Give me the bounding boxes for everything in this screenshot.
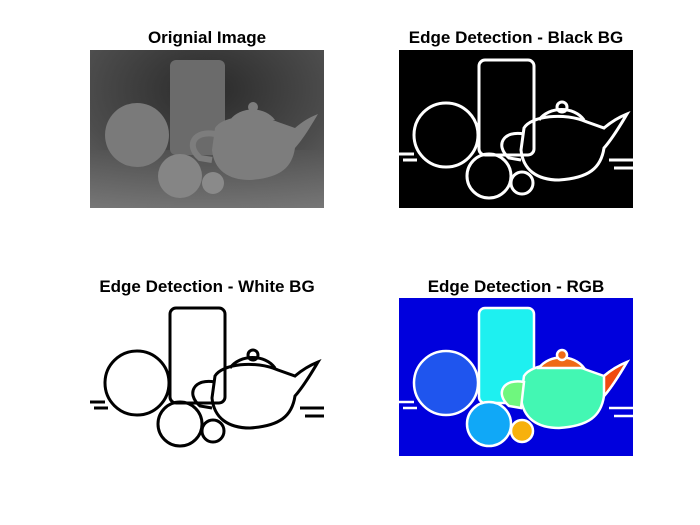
edge-rgb-panel — [399, 298, 633, 456]
rgb-big-sphere — [412, 349, 480, 417]
rgb-spout — [602, 359, 630, 400]
rgb-small-sphere — [509, 418, 535, 444]
panel-title-black-bg: Edge Detection - Black BG — [408, 28, 624, 47]
edge-white-panel — [90, 298, 324, 456]
panel-title-original: Orignial Image — [147, 28, 267, 47]
edge-rgb-image — [399, 298, 633, 456]
edge-black-panel — [399, 50, 633, 208]
rgb-medium-sphere — [465, 400, 513, 448]
rgb-handle — [500, 380, 526, 410]
panel-title-white-bg: Edge Detection - White BG — [99, 277, 315, 296]
edge-black-image — [399, 50, 633, 208]
original-image-panel — [90, 50, 324, 208]
edge-white-image — [90, 298, 324, 456]
panel-title-rgb: Edge Detection - RGB — [427, 277, 605, 296]
original-image — [90, 50, 324, 208]
